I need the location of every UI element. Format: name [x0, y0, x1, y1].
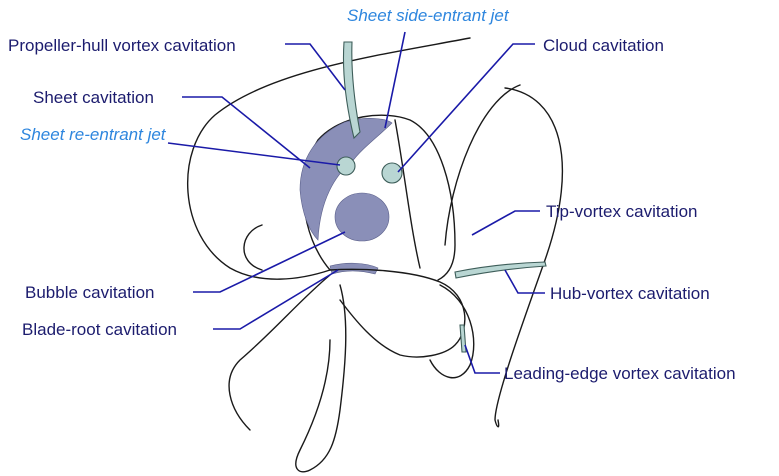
leader-propeller-hull — [285, 44, 345, 90]
lower-right-blade — [430, 285, 474, 378]
cloud-cluster — [382, 163, 402, 183]
leader-hub-vortex — [505, 270, 545, 293]
label-sheet-cavitation: Sheet cavitation — [33, 88, 154, 107]
bubble-cavitation-blob — [335, 193, 389, 241]
label-cloud-cavitation: Cloud cavitation — [543, 36, 664, 55]
leading-edge-vortex-tube — [460, 325, 466, 352]
blade-root-cavitation-band — [330, 263, 378, 274]
tip-sweep-inner — [445, 85, 520, 245]
label-propeller-hull-vortex: Propeller-hull vortex cavitation — [8, 36, 236, 55]
label-tip-vortex-cavitation: Tip-vortex cavitation — [546, 202, 697, 221]
leader-sheet-side-jet — [385, 32, 405, 128]
label-hub-vortex-cavitation: Hub-vortex cavitation — [550, 284, 710, 303]
label-leading-edge-vortex-cavitation: Leading-edge vortex cavitation — [504, 364, 736, 383]
hub-outline — [330, 269, 465, 357]
leader-tip-vortex — [472, 211, 540, 235]
label-sheet-reentrant-jet: Sheet re-entrant jet — [20, 125, 167, 144]
label-bubble-cavitation: Bubble cavitation — [25, 283, 154, 302]
label-sheet-side-entrant-jet: Sheet side-entrant jet — [347, 6, 510, 25]
reentrant-jet-cluster — [337, 157, 355, 175]
leader-bubble — [193, 232, 345, 292]
propeller-drawing — [188, 38, 563, 472]
lower-left-blade — [229, 225, 330, 430]
blade-chord-line — [395, 120, 420, 268]
lower-blade — [296, 285, 346, 472]
hub-vortex-tube — [455, 262, 546, 278]
leader-leading-edge — [465, 345, 500, 373]
label-blade-root-cavitation: Blade-root cavitation — [22, 320, 177, 339]
